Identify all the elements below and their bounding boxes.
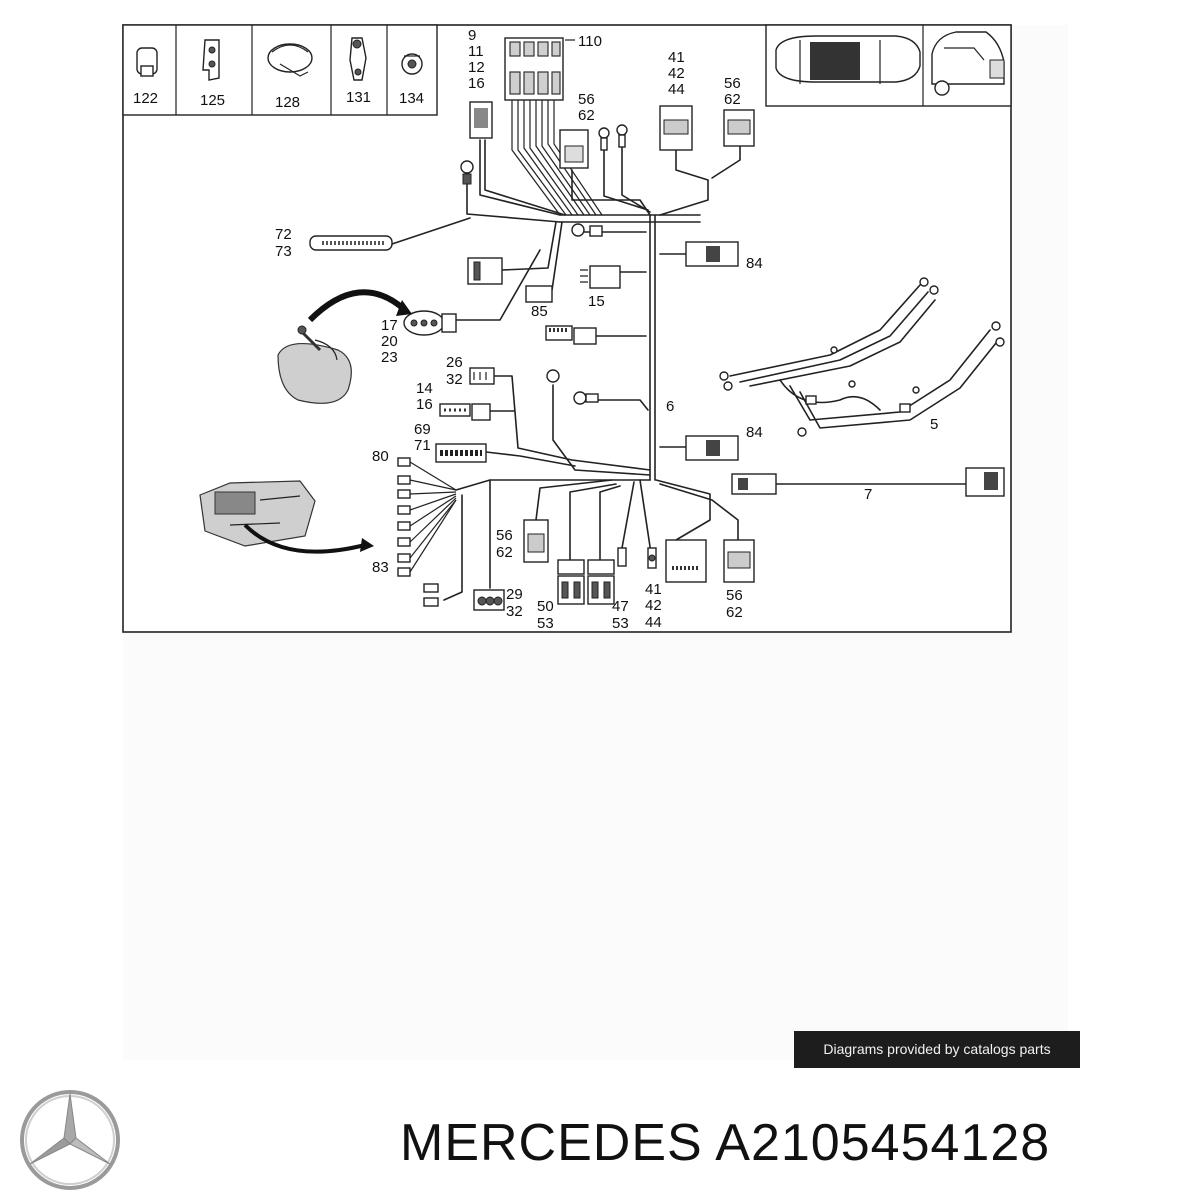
thumb-label-125: 125 [200, 92, 225, 109]
thumb-label-128: 128 [275, 94, 300, 111]
callout-16: 16 [468, 75, 485, 92]
callout-80: 80 [372, 448, 389, 465]
connector-parts [309, 37, 1005, 611]
callout-16-b: 16 [416, 396, 433, 413]
callout-73: 73 [275, 243, 292, 260]
callout-69: 69 [414, 421, 431, 438]
three-pointed-star-icon [20, 1090, 120, 1190]
callout-84-bottom: 84 [746, 424, 763, 441]
callout-labels: 9 11 12 16 110 41 42 44 56 62 56 62 72 7… [275, 27, 938, 632]
callout-15: 15 [588, 293, 605, 310]
callout-9: 9 [468, 27, 476, 44]
rearview-mirror-illustration [277, 289, 412, 404]
callout-85: 85 [531, 303, 548, 320]
callout-42-bottom: 42 [645, 597, 662, 614]
callout-17: 17 [381, 317, 398, 334]
callout-6: 6 [666, 398, 674, 415]
relay-50-53 [557, 559, 585, 605]
thumb-label-122: 122 [133, 90, 158, 107]
callout-72: 72 [275, 226, 292, 243]
callout-84-top: 84 [746, 255, 763, 272]
callout-7: 7 [864, 486, 872, 503]
callout-42-top: 42 [668, 65, 685, 82]
callout-110: 110 [578, 33, 602, 50]
callout-32: 32 [446, 371, 463, 388]
callout-53-a: 53 [537, 615, 554, 632]
callout-23: 23 [381, 349, 398, 366]
callout-53-b: 53 [612, 615, 629, 632]
callout-41-top: 41 [668, 49, 685, 66]
callout-62-bottom-right: 62 [726, 604, 743, 621]
callout-14: 14 [416, 380, 433, 397]
callout-32-b: 32 [506, 603, 523, 620]
connector-85 [525, 285, 553, 303]
callout-44-bottom: 44 [645, 614, 662, 631]
callout-50: 50 [537, 598, 554, 615]
harness-wires [391, 100, 967, 601]
callout-5: 5 [930, 416, 938, 433]
connector-84-bottom [685, 435, 739, 461]
callout-83: 83 [372, 559, 389, 576]
callout-56-bottom-right: 56 [726, 587, 743, 604]
callout-56-bottom-left: 56 [496, 527, 513, 544]
callout-41-bottom: 41 [645, 581, 662, 598]
callout-71: 71 [414, 437, 431, 454]
part-title: MERCEDES A2105454128 [400, 1114, 1051, 1172]
clip-128-icon [267, 43, 313, 77]
callout-56-top-right: 56 [724, 75, 741, 92]
connector-84-top [685, 241, 739, 267]
vehicle-thumbnails [765, 24, 1012, 107]
clip-131-icon [349, 37, 367, 81]
relay-47-53 [587, 559, 615, 605]
connector-41-bottom [665, 539, 707, 583]
callout-62-top-right: 62 [724, 91, 741, 108]
callout-12: 12 [468, 59, 485, 76]
car-top-view-icon [775, 35, 921, 84]
cable-7 [731, 467, 1005, 497]
terminals-80-83 [397, 457, 439, 607]
diagram-credit-banner: Diagrams provided by catalogs parts [794, 1031, 1080, 1068]
thumb-label-134: 134 [399, 90, 424, 107]
callout-44-top: 44 [668, 81, 685, 98]
connector-15 [589, 265, 621, 289]
callout-62-bottom-left: 62 [496, 544, 513, 561]
callout-56-top-mid: 56 [578, 91, 595, 108]
clip-122-icon [136, 47, 158, 77]
switch-17-20-23 [403, 310, 457, 336]
callout-29: 29 [506, 586, 523, 603]
connector-26-32 [469, 367, 495, 385]
clip-125-icon [202, 39, 220, 81]
callout-11: 11 [468, 43, 484, 60]
callout-62-top-mid: 62 [578, 107, 595, 124]
diagram-credit-text: Diagrams provided by catalogs parts [823, 1041, 1051, 1057]
callout-26: 26 [446, 354, 463, 371]
connector-plug-left [467, 257, 503, 285]
thumb-label-131: 131 [346, 89, 371, 106]
control-unit-illustration [199, 480, 374, 554]
fuse-block-110 [504, 37, 575, 101]
callout-47: 47 [612, 598, 629, 615]
callout-20: 20 [381, 333, 398, 350]
floor-harness-5 [719, 277, 1005, 437]
car-side-view-icon [931, 31, 1005, 96]
clip-134-icon [401, 53, 423, 75]
thumbnail-strip: 122 125 128 131 134 [122, 24, 438, 116]
connector-29-32 [473, 589, 505, 611]
connector-69-71 [435, 443, 487, 463]
